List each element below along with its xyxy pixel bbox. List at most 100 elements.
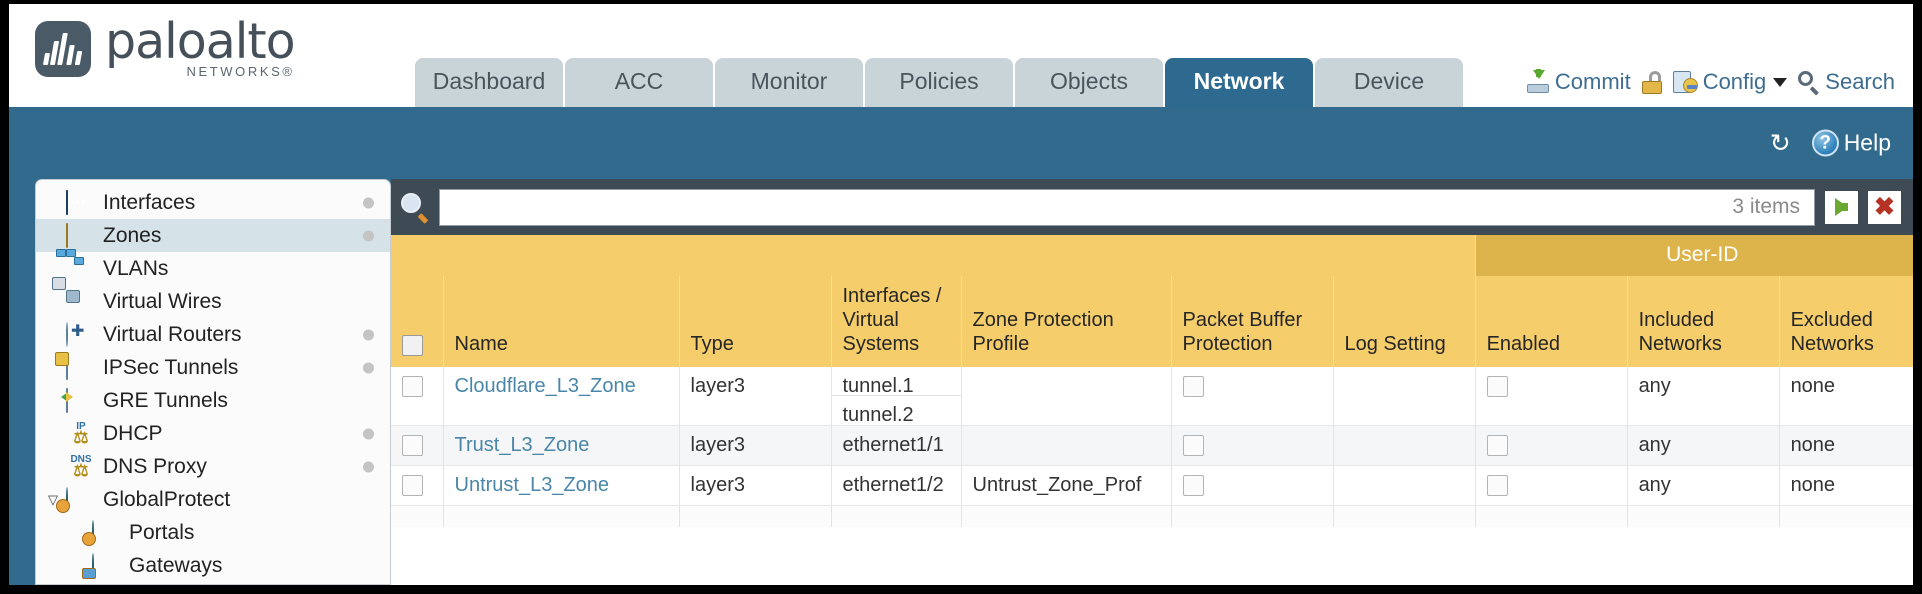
col-header-log-setting[interactable]: Log Setting xyxy=(1333,275,1476,367)
cell-zone-protection-profile xyxy=(961,425,1172,466)
sidebar-item-gre-tunnels[interactable]: GRE Tunnels xyxy=(36,384,390,417)
filler-cell xyxy=(679,505,832,528)
portals-icon xyxy=(92,519,122,545)
row-select-checkbox[interactable] xyxy=(402,376,423,397)
col-header-interfaces[interactable]: Interfaces / Virtual Systems xyxy=(831,275,962,367)
tab-monitor[interactable]: Monitor xyxy=(715,58,863,107)
cell-type: layer3 xyxy=(679,425,832,466)
cell-name[interactable]: Untrust_L3_Zone xyxy=(443,465,680,506)
config-menu[interactable]: Config xyxy=(1672,69,1788,95)
cell-packet-buffer-protection[interactable] xyxy=(1171,425,1334,466)
tab-objects[interactable]: Objects xyxy=(1015,58,1163,107)
userid-enabled-checkbox[interactable] xyxy=(1486,435,1508,456)
tab-policies[interactable]: Policies xyxy=(865,58,1013,107)
filter-search-icon xyxy=(401,193,429,224)
config-icon xyxy=(1672,70,1698,94)
sidebar-item-gateways[interactable]: Gateways xyxy=(36,549,390,582)
search-button[interactable]: Search xyxy=(1798,69,1895,95)
table-row[interactable]: Trust_L3_Zone layer3 ethernet1/1 xyxy=(391,425,1913,466)
sidebar-item-portals[interactable]: Portals xyxy=(36,516,390,549)
row-select-cell[interactable] xyxy=(391,366,444,426)
main-tab-bar: Dashboard ACC Monitor Policies Objects N… xyxy=(415,58,1463,107)
clear-filter-button[interactable]: ✖ xyxy=(1868,190,1901,224)
row-select-checkbox[interactable] xyxy=(402,475,423,496)
blue-toolbar-band: ↻ ? Help xyxy=(9,107,1913,179)
cell-packet-buffer-protection[interactable] xyxy=(1171,465,1334,506)
zones-table-body: Cloudflare_L3_Zone layer3 tunnel.1 tunne… xyxy=(391,366,1913,528)
refresh-icon[interactable]: ↻ xyxy=(1769,129,1791,157)
green-arrow-apply-icon xyxy=(1835,198,1848,216)
interfaces-icon xyxy=(66,189,96,215)
cell-zone-protection-profile: Untrust_Zone_Prof xyxy=(961,465,1172,506)
globalprotect-icon xyxy=(66,486,96,512)
sidebar-item-zones[interactable]: Zones xyxy=(36,219,390,252)
cell-userid-enabled[interactable] xyxy=(1475,465,1628,506)
row-select-cell[interactable] xyxy=(391,425,444,466)
cell-packet-buffer-protection[interactable] xyxy=(1171,366,1334,426)
sidebar-item-label: Interfaces xyxy=(103,191,196,214)
filler-cell xyxy=(391,505,444,528)
unlocked-padlock-icon[interactable] xyxy=(1641,70,1662,94)
paloalto-waveform-logo-icon xyxy=(35,20,91,77)
status-dot xyxy=(363,428,374,439)
sidebar-item-virtual-wires[interactable]: Virtual Wires xyxy=(36,276,390,318)
help-label: Help xyxy=(1843,129,1891,156)
sidebar-item-dns-proxy[interactable]: DNS⚖ DNS Proxy xyxy=(36,450,390,483)
status-dot xyxy=(363,197,374,208)
zone-name-link[interactable]: Trust_L3_Zone xyxy=(454,433,590,456)
ipsec-tunnels-icon xyxy=(66,354,96,380)
commit-button[interactable]: Commit xyxy=(1526,69,1631,95)
col-header-excluded-networks[interactable]: Excluded Networks xyxy=(1779,275,1913,367)
virtual-routers-icon xyxy=(66,321,96,347)
filler-cell xyxy=(1475,505,1628,528)
cell-userid-enabled[interactable] xyxy=(1475,366,1628,426)
sidebar-item-dhcp[interactable]: IP⚖ DHCP xyxy=(36,417,390,450)
interface-entry: ethernet1/2 xyxy=(842,473,944,496)
config-label: Config xyxy=(1702,69,1767,94)
sidebar-item-label: Zones xyxy=(103,224,162,247)
table-row[interactable]: Untrust_L3_Zone layer3 ethernet1/2 Untru… xyxy=(391,465,1913,506)
interface-entry: ethernet1/1 xyxy=(842,433,944,456)
sidebar-item-globalprotect[interactable]: ▽ GlobalProtect xyxy=(36,483,390,516)
main-panel: 3 items ✖ xyxy=(391,179,1913,585)
sidebar-item-ipsec-tunnels[interactable]: IPSec Tunnels xyxy=(36,351,390,384)
sidebar-item-virtual-routers[interactable]: Virtual Routers xyxy=(36,318,390,351)
packet-buffer-protection-checkbox[interactable] xyxy=(1182,435,1204,456)
tab-dashboard[interactable]: Dashboard xyxy=(415,58,563,107)
packet-buffer-protection-checkbox[interactable] xyxy=(1182,475,1204,496)
row-select-cell[interactable] xyxy=(391,465,444,506)
col-header-userid-enabled[interactable]: Enabled xyxy=(1475,275,1628,367)
zone-name-link[interactable]: Cloudflare_L3_Zone xyxy=(454,374,636,397)
userid-enabled-checkbox[interactable] xyxy=(1486,376,1508,397)
select-all-checkbox[interactable] xyxy=(402,334,423,356)
col-header-packet-buffer-protection[interactable]: Packet Buffer Protection xyxy=(1171,275,1334,367)
table-row[interactable]: Cloudflare_L3_Zone layer3 tunnel.1 tunne… xyxy=(391,366,1913,426)
search-icon xyxy=(1798,71,1820,95)
col-header-type[interactable]: Type xyxy=(679,275,832,367)
filter-input-wrapper[interactable]: 3 items xyxy=(439,188,1815,226)
cell-excluded-networks: none xyxy=(1779,425,1913,466)
row-select-checkbox[interactable] xyxy=(402,435,423,456)
tab-acc[interactable]: ACC xyxy=(565,58,713,107)
help-button[interactable]: ? Help xyxy=(1811,129,1891,157)
filter-input[interactable] xyxy=(454,189,1725,225)
cell-userid-enabled[interactable] xyxy=(1475,425,1628,466)
sidebar-item-label: Gateways xyxy=(129,554,223,577)
tab-device[interactable]: Device xyxy=(1315,58,1463,107)
apply-filter-button[interactable] xyxy=(1825,190,1858,224)
zone-name-link[interactable]: Untrust_L3_Zone xyxy=(454,473,610,496)
col-header-name[interactable]: Name xyxy=(443,275,680,367)
sidebar-item-label: VLANs xyxy=(103,257,169,280)
col-header-zone-protection-profile[interactable]: Zone Protection Profile xyxy=(961,275,1172,367)
sidebar-item-interfaces[interactable]: Interfaces xyxy=(36,186,390,219)
packet-buffer-protection-checkbox[interactable] xyxy=(1182,376,1204,397)
tab-network[interactable]: Network xyxy=(1165,58,1313,107)
collapse-triangle-icon[interactable]: ▽ xyxy=(48,491,58,507)
cell-name[interactable]: Cloudflare_L3_Zone xyxy=(443,366,680,426)
col-header-included-networks[interactable]: Included Networks xyxy=(1627,275,1780,367)
select-all-header[interactable] xyxy=(391,275,444,367)
sidebar-item-vlans[interactable]: VLANs xyxy=(36,248,390,285)
userid-enabled-checkbox[interactable] xyxy=(1486,475,1508,496)
cell-name[interactable]: Trust_L3_Zone xyxy=(443,425,680,466)
